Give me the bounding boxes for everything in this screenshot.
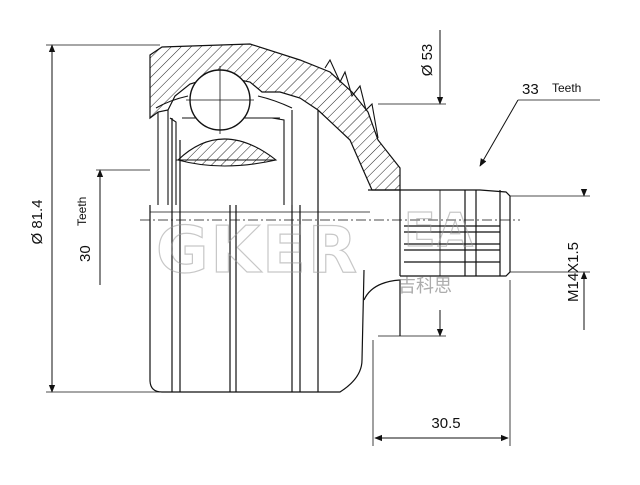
dim-overall-diameter: Ø 81.4 (29, 44, 160, 393)
outer-race-diameter-label: Ø 53 (419, 44, 436, 77)
dim-shaft-length: 30.5 (372, 280, 511, 446)
inner-race (155, 95, 293, 205)
dim-thread: M14X1.5 (510, 188, 590, 330)
ball-bearing (186, 66, 254, 134)
inner-spline-unit: Teeth (75, 197, 89, 226)
bell-section-hatched (149, 43, 401, 191)
gker-watermark: GKER EA 吉科思 (155, 202, 475, 297)
dim-outer-spline: 33 Teeth (479, 81, 600, 167)
watermark-brand-tail: EA (404, 203, 475, 257)
outer-spline-unit: Teeth (552, 81, 581, 95)
shaft-length-label: 30.5 (431, 415, 460, 432)
inner-spline-value: 30 (77, 245, 94, 262)
overall-diameter-label: Ø 81.4 (29, 199, 46, 244)
outer-spline-value: 33 (522, 81, 539, 98)
thread-label: M14X1.5 (565, 242, 582, 302)
watermark-brand: GKER (156, 214, 359, 288)
dim-outer-race-diameter: Ø 53 (378, 30, 446, 337)
bell-housing (149, 110, 370, 393)
dim-inner-spline: 30 Teeth (75, 169, 150, 285)
watermark-chinese: 吉科思 (398, 276, 452, 297)
